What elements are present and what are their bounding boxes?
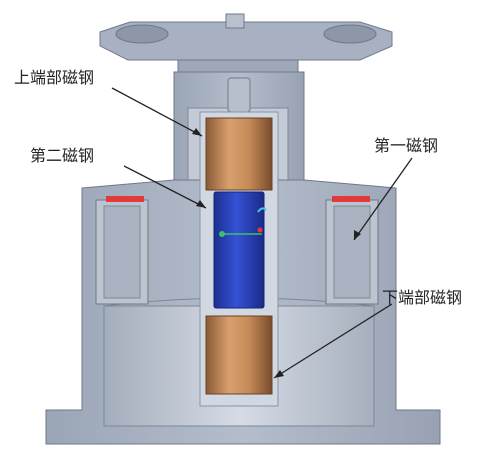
lower-end-magnet <box>205 315 273 395</box>
leader-second-magnet <box>123 165 207 209</box>
upper-end-magnet <box>205 117 273 191</box>
label-second-magnet: 第二磁钢 <box>30 146 95 165</box>
label-lower-end-magnet: 下端部磁钢 <box>382 288 463 307</box>
leader-first-magnet <box>353 157 413 241</box>
green-marker <box>219 231 225 237</box>
cyan-marker <box>257 207 267 213</box>
first-magnet-right-section <box>325 196 379 305</box>
leader-lower-magnet <box>273 303 393 379</box>
leader-arrowheads <box>192 128 361 378</box>
label-first-magnet: 第一磁钢 <box>374 136 439 155</box>
top-handwheel <box>99 13 393 75</box>
leader-upper-magnet <box>111 87 203 137</box>
label-upper-end-magnet: 上端部磁钢 <box>14 68 95 87</box>
second-magnet <box>213 191 265 309</box>
red-marker-right <box>332 196 370 202</box>
red-marker-left <box>106 196 144 202</box>
first-magnet-left-section <box>95 196 149 305</box>
leader-lines <box>111 87 413 379</box>
red-point <box>257 227 263 233</box>
